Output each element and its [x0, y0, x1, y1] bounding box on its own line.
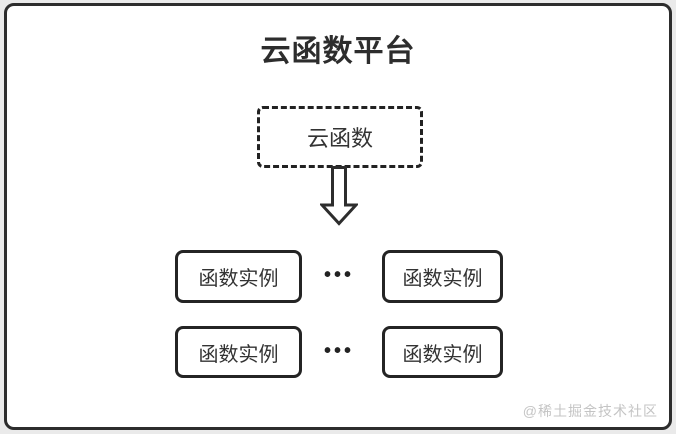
cloud-function-node: 云函数: [257, 106, 423, 168]
ellipsis-dots: •••: [323, 340, 354, 362]
function-instance-node: 函数实例: [175, 250, 302, 303]
watermark: @稀土掘金技术社区: [522, 403, 658, 419]
function-instance-node: 函数实例: [175, 326, 302, 378]
function-instance-label: 函数实例: [402, 343, 483, 366]
function-instance-label: 函数实例: [198, 268, 279, 290]
ellipsis-dots: •••: [323, 264, 354, 286]
page-title: 云函数平台: [260, 35, 416, 68]
function-instance-node: 函数实例: [382, 326, 503, 378]
down-arrow-icon: [318, 166, 360, 226]
function-instance-label: 函数实例: [402, 268, 483, 290]
function-instance-label: 函数实例: [198, 343, 279, 366]
cloud-function-node-label: 云函数: [306, 126, 373, 151]
function-instance-node: 函数实例: [382, 250, 503, 303]
